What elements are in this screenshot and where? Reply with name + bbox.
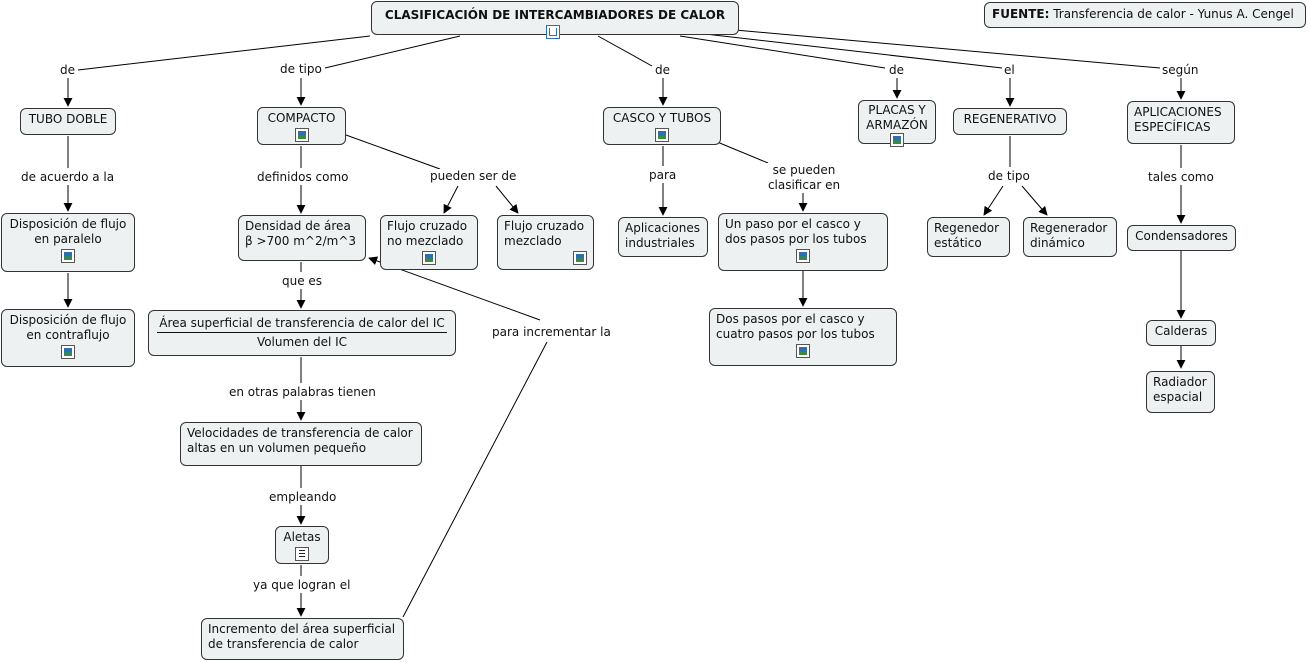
image-icon[interactable] (61, 345, 75, 359)
node-regenerativo[interactable]: REGENERATIVO (953, 108, 1067, 135)
ratio-numerator: Área superficial de transferencia de cal… (157, 316, 447, 333)
node-contraflujo-label: Disposición de flujo en contraflujo (9, 313, 127, 342)
image-icon[interactable] (61, 249, 75, 263)
link-label-que-es: que es (282, 274, 323, 289)
node-casco-tubos-label: CASCO Y TUBOS (612, 111, 712, 125)
node-radiador-label: Radiador espacial (1153, 375, 1207, 404)
image-icon[interactable] (796, 249, 810, 263)
image-icon[interactable] (294, 128, 309, 142)
image-icon[interactable] (796, 344, 810, 358)
link-label-de-tipo: de tipo (280, 62, 322, 77)
node-incremento-label: Incremento del área superficial de trans… (208, 622, 396, 651)
node-cruzado-no-label: Flujo cruzado no mezclado (387, 219, 468, 248)
document-icon[interactable] (295, 547, 309, 561)
node-placas-label: PLACAS Y ARMAZÓN (866, 103, 928, 132)
node-regen-est-label: Regenedor estático (934, 221, 1000, 250)
node-regenerativo-label: REGENERATIVO (963, 112, 1057, 126)
node-cruzado-mez-label: Flujo cruzado mezclado (504, 219, 585, 248)
link-label-segun: según (1162, 63, 1199, 78)
node-area-ratio[interactable]: Área superficial de transferencia de cal… (148, 310, 456, 356)
node-densidad-label: Densidad de área β >700 m^2/m^3 (245, 219, 357, 248)
node-cruzado-mezclado[interactable]: Flujo cruzado mezclado (497, 215, 594, 270)
node-incremento[interactable]: Incremento del área superficial de trans… (201, 618, 404, 660)
root-concept[interactable]: CLASIFICACIÓN DE INTERCAMBIADORES DE CAL… (371, 1, 739, 35)
node-contraflujo[interactable]: Disposición de flujo en contraflujo (1, 309, 135, 367)
node-calderas-label: Calderas (1154, 324, 1208, 338)
link-label-empleando: empleando (269, 490, 337, 505)
node-aplicaciones-label: APLICACIONES ESPECÍFICAS (1134, 105, 1222, 134)
node-regen-dinamico[interactable]: Regenerador dinámico (1023, 217, 1117, 257)
node-densidad[interactable]: Densidad de área β >700 m^2/m^3 (238, 215, 366, 261)
node-dos-pasos[interactable]: Dos pasos por el casco y cuatro pasos po… (709, 308, 897, 366)
link-label-definidos: definidos como (257, 170, 349, 185)
source-box: FUENTE: Transferencia de calor - Yunus A… (984, 2, 1306, 28)
node-tubo-doble[interactable]: TUBO DOBLE (20, 108, 116, 135)
node-aletas[interactable]: Aletas (275, 526, 329, 564)
image-icon[interactable] (573, 251, 587, 265)
node-radiador[interactable]: Radiador espacial (1146, 371, 1215, 413)
link-label-de: de (655, 63, 670, 78)
image-icon[interactable] (890, 133, 904, 147)
node-velocidades-label: Velocidades de transferencia de calor al… (187, 426, 413, 455)
source-label: FUENTE: (992, 7, 1050, 21)
source-text: Transferencia de calor - Yunus A. Cengel (1053, 7, 1294, 21)
link-label-se-pueden-text: se pueden clasificar en (767, 163, 841, 192)
link-label-de: de (889, 63, 904, 78)
node-flujo-paralelo-label: Disposición de flujo en paralelo (9, 217, 127, 246)
image-icon[interactable] (655, 128, 669, 142)
node-un-paso-label: Un paso por el casco y dos pasos por los… (725, 217, 867, 246)
link-label-se-pueden: se pueden clasificar en (762, 163, 846, 193)
link-label-para-incrementar: para incrementar la (492, 325, 611, 340)
node-placas[interactable]: PLACAS Y ARMAZÓN (858, 100, 936, 147)
node-aplic-industriales[interactable]: Aplicaciones industriales (618, 217, 708, 257)
link-label-otras-palabras: en otras palabras tienen (229, 385, 376, 400)
node-aplic-ind-label: Aplicaciones industriales (625, 221, 700, 250)
node-cruzado-no-mezclado[interactable]: Flujo cruzado no mezclado (380, 215, 478, 270)
node-calderas[interactable]: Calderas (1146, 320, 1216, 346)
node-aplicaciones[interactable]: APLICACIONES ESPECÍFICAS (1127, 101, 1235, 144)
link-label-de: de (60, 63, 75, 78)
link-label-tales: tales como (1148, 170, 1214, 185)
node-aletas-label: Aletas (283, 530, 321, 544)
concept-map-icon[interactable] (546, 25, 560, 39)
image-icon[interactable] (422, 251, 436, 265)
node-velocidades[interactable]: Velocidades de transferencia de calor al… (180, 422, 422, 466)
node-compacto-label: COMPACTO (267, 111, 336, 125)
ratio-denominator: Volumen del IC (256, 335, 348, 349)
link-label-para: para (649, 168, 677, 183)
node-compacto[interactable]: COMPACTO (257, 107, 346, 145)
node-regen-din-label: Regenerador dinámico (1030, 221, 1108, 250)
node-casco-tubos[interactable]: CASCO Y TUBOS (603, 107, 721, 145)
link-label-pueden: pueden ser de (430, 169, 517, 184)
node-tubo-doble-label: TUBO DOBLE (28, 112, 108, 126)
node-un-paso[interactable]: Un paso por el casco y dos pasos por los… (718, 213, 888, 271)
node-regen-estatico[interactable]: Regenedor estático (927, 217, 1010, 257)
link-label-ya-que: ya que logran el (253, 578, 351, 593)
node-condensadores-label: Condensadores (1135, 229, 1228, 243)
root-title: CLASIFICACIÓN DE INTERCAMBIADORES DE CAL… (384, 8, 726, 22)
node-condensadores[interactable]: Condensadores (1127, 225, 1236, 251)
node-dos-pasos-label: Dos pasos por el casco y cuatro pasos po… (716, 312, 875, 341)
link-label-el: el (1004, 63, 1015, 78)
link-label-de-tipo: de tipo (988, 169, 1030, 184)
link-label-acuerdo: de acuerdo a la (21, 170, 115, 185)
node-flujo-paralelo[interactable]: Disposición de flujo en paralelo (1, 213, 135, 272)
